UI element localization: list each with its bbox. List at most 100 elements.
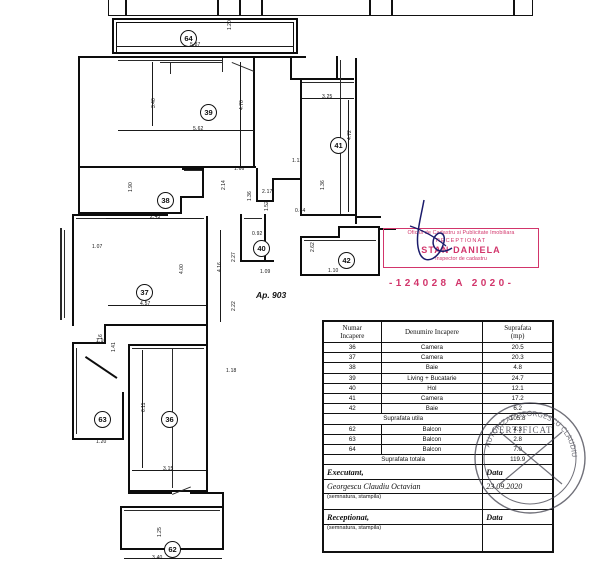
dimension-label-vertical: 1.16 [98, 334, 104, 344]
red-cadastre-stamp: Oficiul de Cadastru si Publicitate Imobi… [383, 228, 539, 268]
dimension-label-vertical: 4.72 [347, 130, 353, 140]
cell-executant-name: Georgescu Claudiu Octavian [322, 479, 484, 495]
dimension-label-horizontal: 1.09 [260, 269, 271, 275]
header-area-l2: (mp) [510, 332, 525, 340]
cell-room-number: 38 [323, 362, 382, 374]
cell-receptionat-note: (semnatura, stampila) [322, 524, 484, 541]
cell-room-area: 24.7 [482, 372, 553, 384]
dimension-label-vertical: 1.20 [227, 20, 233, 30]
dimension-label-vertical: 4.00 [179, 264, 185, 274]
dimension-label-horizontal: 1.12 [292, 158, 303, 164]
header-room-number: Numar Incapere [323, 321, 382, 343]
cell-room-name: Camera [380, 392, 484, 405]
header-area-l1: Suprafata [504, 323, 532, 332]
cell-room-name: Camera [380, 352, 484, 364]
cell-executant-label: Executant, [322, 464, 484, 481]
cell-room-number: 39 [323, 372, 382, 384]
dimension-label-vertical: 4.70 [239, 100, 245, 110]
cell-room-name: Camera [380, 341, 484, 354]
dimension-label-horizontal: 1.18 [226, 368, 237, 374]
dimension-label-horizontal: 3.40 [152, 555, 163, 561]
certificate-stamp-text: CERTIFICAT [492, 425, 553, 435]
room-number-marker: 64 [180, 30, 197, 47]
room-schedule-table: Numar Incapere Denumire Incapere Suprafa… [322, 320, 554, 554]
dimension-label-horizontal: 0.92 [252, 231, 263, 237]
apartment-label: Ap. 903 [256, 290, 287, 300]
cell-room-number: 36 [323, 341, 382, 354]
cell-room-name: Balcon [380, 433, 484, 445]
dimension-label-horizontal: 2.17 [262, 189, 273, 195]
cell-room-name: Balcon [380, 423, 484, 435]
cell-blank-left [322, 540, 484, 553]
header-num-l2: Incapere [340, 332, 365, 340]
dimension-label-horizontal: 1.10 [328, 268, 339, 274]
dimension-label-horizontal: 1.16 [96, 338, 107, 344]
handwritten-signature [409, 199, 453, 261]
dimension-label-horizontal: 5.62 [193, 126, 204, 132]
cell-room-number: 41 [323, 392, 382, 405]
cell-room-number: 37 [323, 352, 382, 364]
cell-receptionat-label: Receptionat, [322, 509, 484, 526]
cell-blank-right [482, 540, 553, 553]
dimension-label-horizontal: 2.43 [150, 214, 161, 220]
cell-room-name: Baie [380, 403, 484, 415]
dimension-label-horizontal: 1.07 [92, 244, 103, 250]
stamp-inspector-role: Inspector de cadastru [435, 256, 487, 262]
room-number-marker: 37 [136, 284, 153, 301]
cell-room-name: Balcon [380, 443, 484, 456]
dimension-label-vertical: 6.11 [141, 402, 147, 412]
dimension-label-vertical: 2.22 [231, 301, 237, 311]
stamp-registration-code: -124028 A 2020- [389, 278, 515, 289]
dimension-label-horizontal: 1.20 [96, 439, 107, 445]
notarow: (semnatura, stampila) [322, 524, 553, 541]
cell-room-name: Hol [380, 382, 484, 394]
cell-room-number: 42 [323, 403, 382, 415]
room-number-marker: 39 [200, 104, 217, 121]
notarow: (semnatura, stampila) [322, 493, 553, 510]
table-header-row: Numar Incapere Denumire Incapere Suprafa… [323, 321, 553, 343]
header-room-name: Denumire Incapere [380, 321, 484, 343]
cell-total-value: 119.9 [482, 454, 553, 466]
dimension-label-horizontal: 0.84 [295, 208, 306, 214]
room-number-marker: 41 [330, 137, 347, 154]
round-certificate-stamp: AUTORIZAT GEORGESCU CLAUDIU [474, 402, 586, 514]
cell-subtotal-label: Suprafata utila [322, 413, 484, 425]
dimension-label-horizontal: 3.15 [163, 466, 174, 472]
cell-room-name: Baie [380, 362, 484, 374]
room-number-marker: 63 [94, 411, 111, 428]
cell-room-number: 40 [323, 382, 382, 394]
room-number-marker: 40 [253, 240, 270, 257]
cell-receptionat-note-blank [482, 524, 553, 541]
cell-room-number: 62 [323, 423, 382, 435]
stamp-receptionat-line: RECEPTIONAT [435, 238, 487, 244]
dimension-label-vertical: 2.14 [221, 180, 227, 190]
cell-executant-note-blank [482, 493, 553, 510]
room-number-marker: 38 [157, 192, 174, 209]
dimension-label-vertical: 2.27 [231, 252, 237, 262]
dimension-label-vertical: 4.16 [217, 262, 223, 272]
stamp-inspector-name: STAN DANIELA [421, 245, 501, 255]
dimension-label-vertical: 1.36 [247, 191, 253, 201]
cell-executant-note: (semnatura, stampila) [322, 493, 484, 510]
dimension-label-vertical: 1.52 [264, 201, 270, 211]
dimension-label-horizontal: 1.66 [234, 166, 245, 172]
cell-room-number: 63 [323, 433, 382, 445]
dimension-label-horizontal: 4.57 [140, 301, 151, 307]
cell-room-area: 20.3 [482, 352, 553, 364]
dimension-label-vertical: 1.36 [320, 180, 326, 190]
cell-room-number: 64 [323, 443, 382, 456]
header-area: Suprafata (mp) [482, 321, 553, 343]
dimension-label-vertical: 1.25 [157, 527, 163, 537]
dimension-label-horizontal: 5.87 [190, 42, 201, 48]
cell-room-area: 12.1 [482, 382, 553, 394]
cell-room-area: 4.8 [482, 362, 553, 374]
